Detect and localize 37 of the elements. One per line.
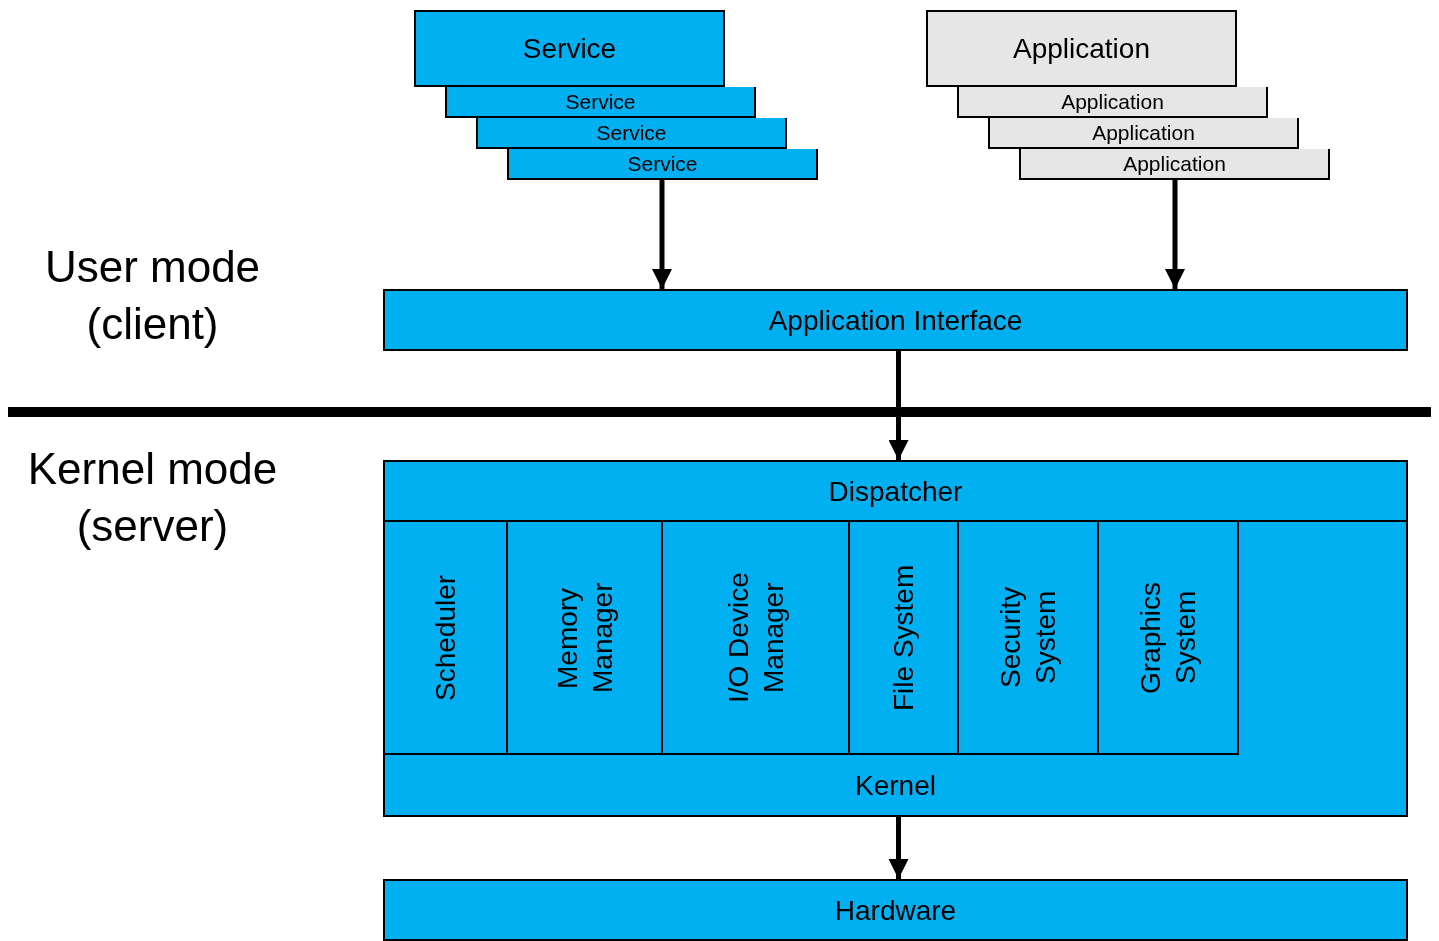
node-label: Scheduler [429, 573, 462, 703]
mode-label: Kernel mode (server) [26, 443, 279, 553]
node-label: File System [887, 563, 920, 713]
arrow [1165, 180, 1185, 289]
node-label: Dispatcher [828, 474, 963, 509]
node-label: Kernel [854, 769, 937, 803]
node-label: Service [596, 122, 667, 143]
node-label: Memory Manager [550, 581, 619, 695]
arrow [652, 180, 672, 289]
node-label: Application [1061, 91, 1164, 112]
node-label: Application [1123, 153, 1226, 174]
service-box [414, 10, 725, 87]
node-label: Application [1092, 122, 1195, 143]
node-label: Security System [994, 585, 1062, 691]
mode-label: User mode (client) [43, 241, 262, 351]
node-label: Service [565, 91, 636, 112]
node-label: I/O Device Manager [721, 571, 790, 705]
application-box [926, 10, 1237, 87]
arrow [888, 351, 909, 460]
dispatcher-bar [383, 460, 1408, 522]
application-box [957, 87, 1268, 118]
node-label: Application [1013, 32, 1150, 66]
interface-bar [383, 289, 1408, 351]
node-label: Hardware [834, 893, 957, 928]
node-label: Graphics System [1134, 580, 1202, 696]
node-label: Service [522, 32, 617, 66]
service-box [507, 149, 818, 180]
service-box [476, 118, 787, 149]
arrow [888, 817, 909, 879]
node-label: Application Interface [768, 303, 1023, 338]
application-box [1019, 149, 1330, 180]
module-box [1097, 520, 1239, 755]
service-box [445, 87, 756, 118]
node-label: Service [627, 153, 698, 174]
application-box [988, 118, 1299, 149]
hardware-bar [383, 879, 1408, 941]
kernel-block [383, 520, 1408, 817]
